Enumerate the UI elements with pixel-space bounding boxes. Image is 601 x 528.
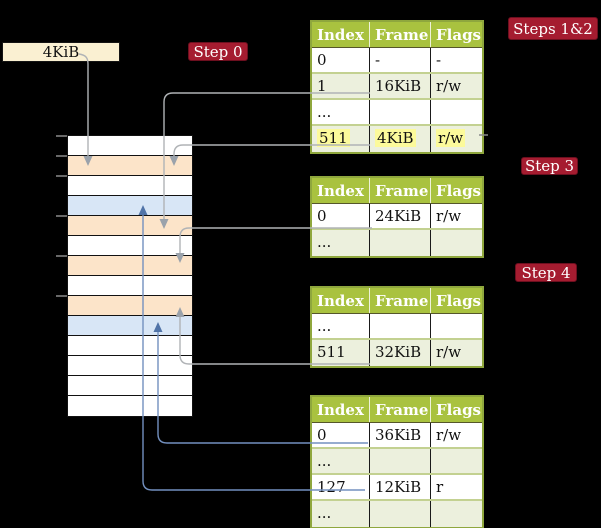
- cell: r/w: [430, 423, 482, 447]
- memory-frame-row-7: [68, 276, 192, 296]
- memory-frame-row-3: [68, 196, 192, 216]
- column-header-flags: Flags: [430, 22, 482, 47]
- l1-page-table-b-row-0: ...: [312, 314, 482, 340]
- cell: r: [430, 475, 482, 499]
- cell: [369, 100, 430, 124]
- cell: 24KiB: [369, 204, 430, 228]
- column-header-frame: Frame: [369, 178, 430, 203]
- l0-page-table-row-3: 511 4KiB r/w: [312, 126, 482, 152]
- cell: ...: [317, 504, 332, 522]
- highlighted-value: r/w: [436, 129, 466, 147]
- memory-frame-row-4: [68, 216, 192, 236]
- cell: ...: [317, 103, 332, 121]
- badge-step-0: Step 0: [188, 42, 248, 61]
- cell: r/w: [430, 126, 482, 152]
- column-header-index: Index: [317, 292, 364, 310]
- column-header-index: Index: [317, 401, 364, 419]
- memory-frame-row-8: [68, 296, 192, 316]
- cell: [430, 100, 482, 124]
- memory-frame-row-13: [68, 396, 192, 416]
- column-header-index: Index: [317, 182, 364, 200]
- cell: 36KiB: [369, 423, 430, 447]
- cell: r/w: [430, 204, 482, 228]
- physical-memory: [67, 135, 193, 417]
- memory-frame-row-2: [68, 176, 192, 196]
- cell: [430, 449, 482, 473]
- cell: ...: [317, 317, 332, 335]
- cell: [369, 314, 430, 338]
- l0-page-table-row-2: ...: [312, 100, 482, 126]
- memory-frame-row-10: [68, 336, 192, 356]
- memory-frame-row-9: [68, 316, 192, 336]
- badge-step-3: Step 3: [521, 157, 578, 175]
- page-size-box: 4KiB: [2, 42, 120, 62]
- cell: 4KiB: [369, 126, 430, 152]
- highlighted-value: 511: [317, 129, 350, 147]
- cell: 16KiB: [369, 74, 430, 98]
- cell: ...: [317, 452, 332, 470]
- cell: 0: [317, 426, 327, 444]
- page-size-label: 4KiB: [42, 43, 80, 61]
- memory-frame-row-6: [68, 256, 192, 276]
- cell: 127: [317, 478, 346, 496]
- cell: 511: [317, 343, 346, 361]
- cell: [369, 230, 430, 256]
- highlighted-value: 4KiB: [375, 129, 416, 147]
- column-header-index: Index: [317, 26, 364, 44]
- cell: -: [430, 48, 482, 72]
- cell: [430, 230, 482, 256]
- cell: 32KiB: [369, 340, 430, 366]
- cell: 12KiB: [369, 475, 430, 499]
- column-header-flags: Flags: [430, 397, 482, 422]
- cell: -: [369, 48, 430, 72]
- cell: ...: [317, 233, 332, 251]
- memory-frame-row-5: [68, 236, 192, 256]
- badge-step-4: Step 4: [515, 263, 577, 282]
- l2-page-table-row-1: ...: [312, 449, 482, 475]
- cell: [369, 501, 430, 527]
- memory-frame-row-12: [68, 376, 192, 396]
- l1-page-table-a-row-1: ...: [312, 230, 482, 256]
- cell: 511: [312, 126, 369, 152]
- cell: 1: [317, 77, 327, 95]
- column-header-frame: Frame: [369, 397, 430, 422]
- cell: 0: [317, 51, 327, 69]
- column-header-flags: Flags: [430, 178, 482, 203]
- badge-steps-1-2: Steps 1&2: [508, 17, 598, 40]
- memory-frame-row-1: [68, 156, 192, 176]
- column-header-frame: Frame: [369, 288, 430, 313]
- cell: [369, 449, 430, 473]
- memory-frame-row-11: [68, 356, 192, 376]
- l2-page-table-row-3: ...: [312, 501, 482, 527]
- column-header-flags: Flags: [430, 288, 482, 313]
- cell: 0: [317, 207, 327, 225]
- cell: r/w: [430, 340, 482, 366]
- cell: r/w: [430, 74, 482, 98]
- cell: [430, 314, 482, 338]
- l0-page-table-row-0: 0 --: [312, 48, 482, 74]
- memory-frame-row-0: [68, 136, 192, 156]
- column-header-frame: Frame: [369, 22, 430, 47]
- cell: [430, 501, 482, 527]
